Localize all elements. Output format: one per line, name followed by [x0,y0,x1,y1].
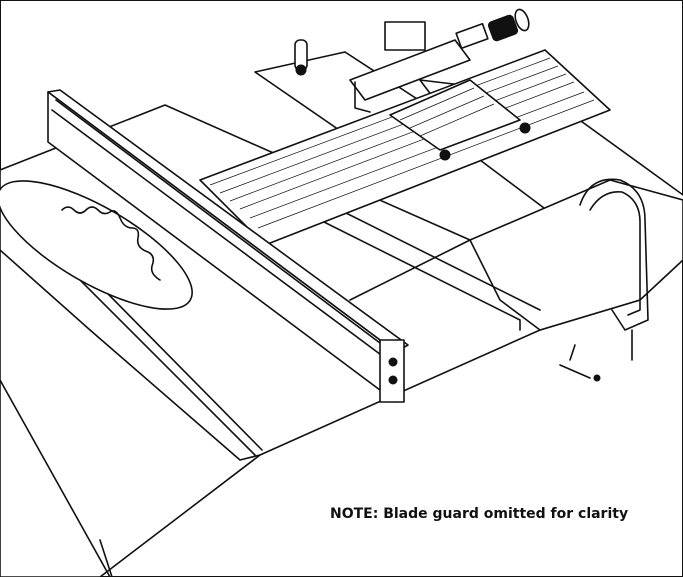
rip-fence [47,89,409,403]
note-caption: NOTE: Blade guard omitted for clarity [330,506,629,522]
router-carriage [349,8,530,113]
fence-rail [199,49,611,246]
c-clamp [559,178,649,382]
center-line [349,239,471,301]
